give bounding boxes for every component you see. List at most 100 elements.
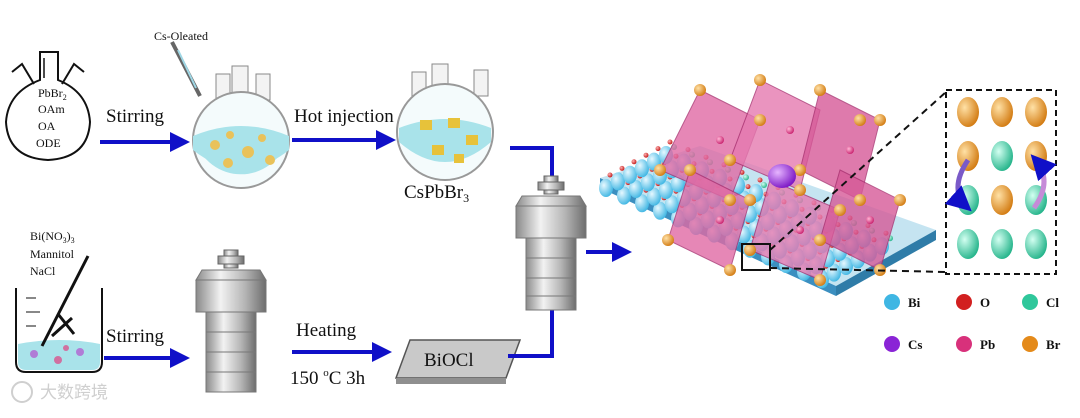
flask-three-neck-cs [170, 41, 290, 189]
reagent-nacl: NaCl [30, 264, 56, 278]
atom-br [814, 84, 826, 96]
reagent-pbbr2: PbBr2 [38, 86, 67, 102]
legend-swatch-br [1022, 336, 1038, 352]
atom-cl [1025, 229, 1047, 259]
atom-o [667, 139, 673, 145]
atom-br [684, 164, 696, 176]
atom-br [1025, 97, 1047, 127]
legend-swatch-pb [956, 336, 972, 352]
atom-br [794, 184, 806, 196]
label-biocl: BiOCl [424, 350, 474, 371]
reagent-ode: ODE [36, 136, 61, 150]
atom-br [662, 234, 674, 246]
atom-bi [659, 181, 673, 199]
atom-br [754, 114, 766, 126]
legend-label-cs: Cs [908, 337, 922, 352]
atom-br [894, 194, 906, 206]
atom-bi [635, 159, 649, 178]
heterostructure-model [599, 74, 947, 296]
atom-pb [866, 216, 874, 224]
atom-cl [991, 141, 1013, 171]
legend-label-br: Br [1046, 337, 1061, 352]
legend-swatch-o [956, 294, 972, 310]
legend-swatch-cs [884, 336, 900, 352]
atom-bi [647, 187, 661, 206]
atom-bi [611, 172, 625, 191]
atom-br [814, 274, 826, 286]
atom-br [957, 141, 979, 171]
atom-bi [827, 263, 841, 282]
atom-o [607, 172, 613, 178]
atom-br [794, 164, 806, 176]
atom-bi [665, 195, 679, 214]
atom-bi [653, 201, 667, 220]
reagent-mannitol: Mannitol [30, 247, 75, 261]
atom-br [694, 84, 706, 96]
atom-o [655, 146, 661, 152]
atom-cl [761, 182, 767, 188]
atom-pb [796, 226, 804, 234]
atom-pb [716, 216, 724, 224]
atom-br [724, 264, 736, 276]
heating-condition: 150 oC 3h [290, 367, 366, 389]
autoclave-hydrothermal [195, 249, 267, 393]
atom-bi [641, 173, 655, 192]
atom-bi [599, 179, 613, 197]
legend-label-cl: Cl [1046, 295, 1059, 310]
biocl-plate [394, 339, 522, 384]
atom-cl [743, 174, 749, 181]
atom-br [991, 97, 1013, 127]
atom-br [724, 194, 736, 206]
atom-o [745, 184, 751, 190]
atom-o [619, 165, 625, 171]
reagent-oam: OAm [38, 102, 65, 116]
atom-pb [846, 146, 854, 154]
atom-o [631, 159, 637, 165]
step-heating: Heating [296, 320, 357, 341]
atom-bi [635, 194, 649, 213]
flask-product-cspbbr3 [396, 63, 494, 181]
reagent-oa: OA [38, 119, 56, 133]
connector-bottom [508, 310, 554, 358]
legend-label-o: O [980, 295, 990, 310]
atom-br [991, 185, 1013, 215]
watermark-logo: 大数跨境 [11, 381, 108, 403]
step-stirring-top: Stirring [106, 106, 165, 127]
atom-br [744, 194, 756, 206]
atom-cl [957, 229, 979, 259]
atom-bi [623, 165, 637, 184]
flask-reagents-top: PbBr2 OAm OA ODE [4, 51, 92, 162]
atom-pb [786, 126, 794, 134]
atom-bi [629, 180, 643, 198]
zoom-inset [944, 89, 1057, 275]
reagent-bino3: Bi(NO3)3 [30, 229, 75, 245]
autoclave-combined [515, 175, 587, 311]
atom-o [643, 152, 649, 158]
label-cspbbr3: CsPbBr3 [404, 182, 469, 205]
atom-br [814, 234, 826, 246]
legend-swatch-cl [1022, 294, 1038, 310]
atom-br [874, 114, 886, 126]
connector-top [510, 146, 554, 178]
atom-cl [991, 229, 1013, 259]
atom-o [757, 177, 763, 183]
atom-br [1025, 141, 1047, 171]
step-hot-injection: Hot injection [294, 106, 394, 127]
atom-br [957, 97, 979, 127]
watermark-text: 大数跨境 [40, 383, 108, 403]
atom-br [834, 204, 846, 216]
legend-label-bi: Bi [908, 295, 921, 310]
atom-br [754, 74, 766, 86]
legend-swatch-bi [884, 294, 900, 310]
beaker-reagents-bottom: Bi(NO3)3 Mannitol NaCl [15, 229, 103, 373]
atom-br [854, 194, 866, 206]
atom-bi [617, 186, 631, 205]
atom-br [724, 154, 736, 166]
label-cs-oleated: Cs-Oleated [154, 29, 208, 43]
atom-pb [716, 136, 724, 144]
atom-br [854, 114, 866, 126]
atom-br [744, 244, 756, 256]
atom-br [654, 164, 666, 176]
